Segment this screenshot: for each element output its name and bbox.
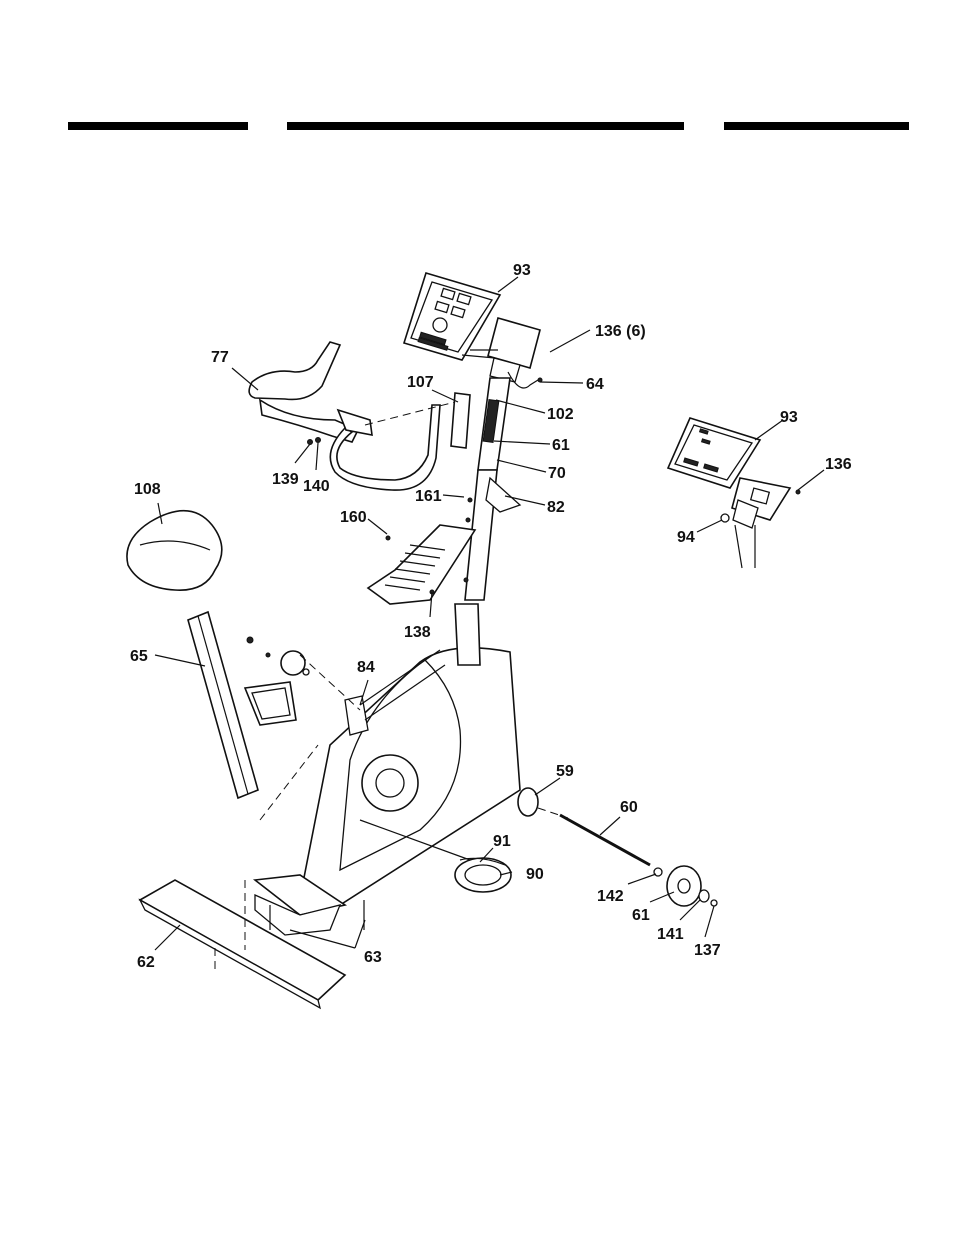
callout-91: 91 (493, 833, 511, 850)
callout-61-lower: 61 (632, 907, 650, 924)
callout-61-upper: 61 (552, 437, 570, 454)
callout-84: 84 (357, 659, 375, 676)
callout-93-inset: 93 (780, 409, 798, 426)
seat-post-65 (187, 610, 259, 800)
callout-93-main: 93 (513, 262, 531, 279)
header-rule-right (724, 122, 909, 130)
pad-107 (450, 392, 471, 449)
seat-108 (126, 509, 223, 591)
pedal-right-90 (454, 857, 512, 893)
pedal-left (243, 636, 310, 726)
callout-108: 108 (134, 481, 161, 498)
callout-64: 64 (586, 376, 604, 393)
callout-63: 63 (364, 949, 382, 966)
callout-140: 140 (303, 478, 330, 495)
stabilizer-62 (138, 879, 347, 1010)
callout-62: 62 (137, 954, 155, 971)
leader-lines (154, 276, 825, 951)
main-housing (299, 603, 521, 906)
callout-65: 65 (130, 648, 148, 665)
callout-107: 107 (407, 374, 434, 391)
callout-77: 77 (211, 349, 229, 366)
callout-94: 94 (677, 529, 695, 546)
callout-136-inset: 136 (825, 456, 852, 473)
callout-139: 139 (272, 471, 299, 488)
header-rule-left (68, 122, 248, 130)
callout-161: 161 (415, 488, 442, 505)
console-inset (666, 417, 801, 569)
callout-59: 59 (556, 763, 574, 780)
callout-102: 102 (547, 406, 574, 423)
callout-82: 82 (547, 499, 565, 516)
header-rule-center (287, 122, 684, 130)
callout-90: 90 (526, 866, 544, 883)
console-mount-plate (461, 317, 541, 383)
bracket-63 (252, 874, 348, 936)
callout-138: 138 (404, 624, 431, 641)
callout-137: 137 (694, 942, 721, 959)
callout-60: 60 (620, 799, 638, 816)
callout-160: 160 (340, 509, 367, 526)
callout-141: 141 (657, 926, 684, 943)
wheel-61 (666, 865, 702, 907)
shroud-82 (485, 476, 522, 513)
cap-59 (517, 787, 539, 817)
cable-64 (507, 371, 539, 389)
seat-rail-tray (366, 524, 477, 605)
callout-142: 142 (597, 888, 624, 905)
callout-70: 70 (548, 465, 566, 482)
callout-136-6: 136 (6) (595, 323, 646, 340)
handlebar-77 (248, 341, 441, 491)
console-main (402, 272, 502, 361)
axle-60 (559, 813, 651, 867)
